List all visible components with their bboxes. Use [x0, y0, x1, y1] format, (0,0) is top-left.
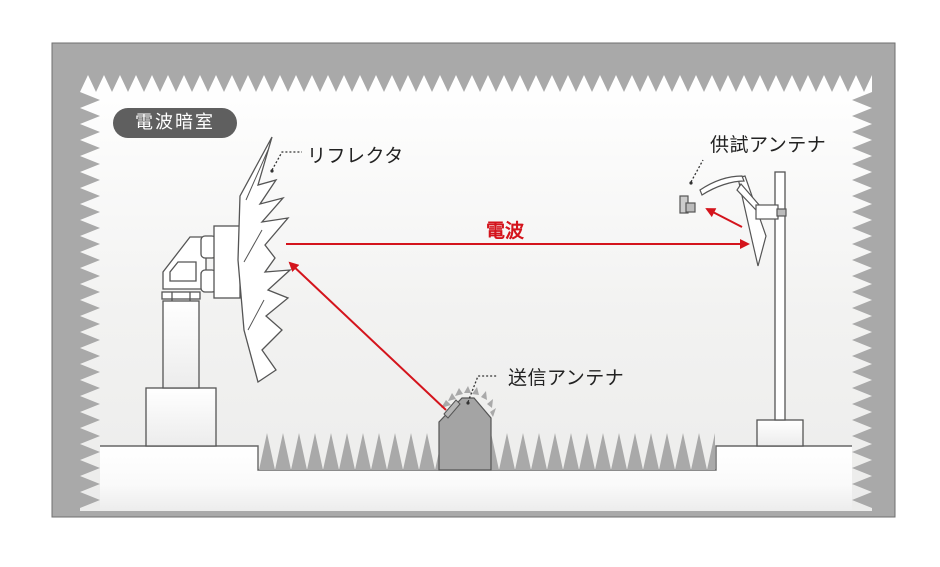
- test-antenna: [679, 175, 787, 267]
- label-transmit-antenna: 送信アンテナ: [508, 367, 625, 389]
- label-test-antenna: 供試アンテナ: [710, 134, 827, 156]
- test-antenna-mast: [756, 171, 804, 447]
- leader-lines: [271, 151, 704, 403]
- title-badge: 電波暗室: [113, 108, 237, 138]
- label-reflector: リフレクタ: [307, 145, 404, 167]
- transmit-antenna: [438, 386, 496, 471]
- reflector-positioner: [145, 225, 241, 447]
- wave-arrow-tx-to-reflector: [288, 261, 447, 411]
- radio-wave-arrows: [286, 208, 750, 411]
- reflector: [237, 136, 292, 384]
- wave-arrow-dut-to-feed: [705, 208, 743, 228]
- label-radio-wave: 電波: [486, 220, 525, 242]
